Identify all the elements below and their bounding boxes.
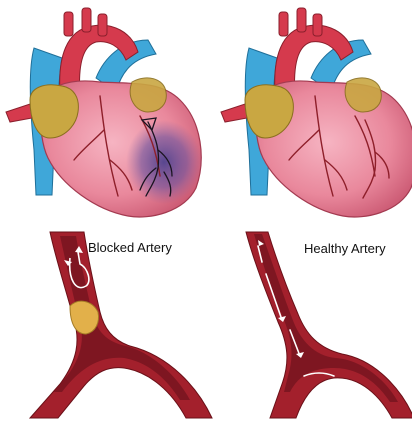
ischemia-zone xyxy=(126,120,202,204)
plaque xyxy=(70,301,99,334)
heart-blocked xyxy=(6,8,202,217)
blocked-artery-label: Blocked Artery xyxy=(88,240,172,255)
heart-healthy xyxy=(221,8,412,217)
right-atrium xyxy=(130,78,166,112)
healthy-artery-label: Healthy Artery xyxy=(304,241,386,256)
artery-blocked xyxy=(30,232,212,418)
artery-healthy xyxy=(246,232,412,418)
right-atrium xyxy=(345,78,381,112)
